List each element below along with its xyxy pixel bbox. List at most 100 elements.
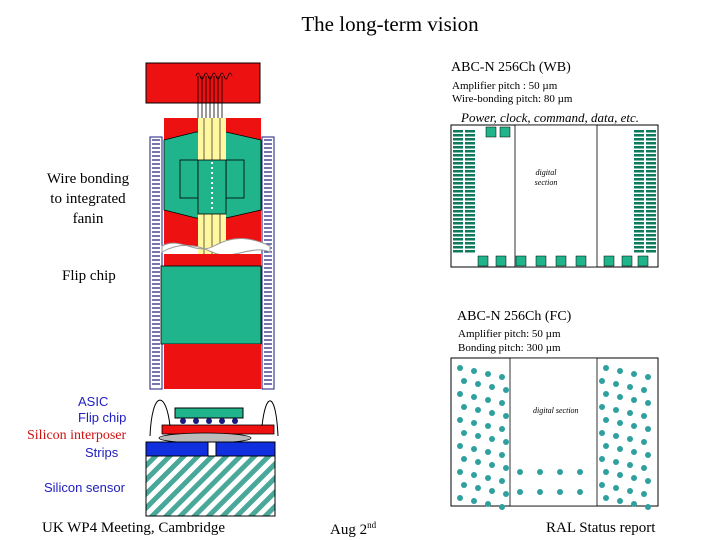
fc-bump <box>537 489 543 495</box>
fc-bump <box>461 482 467 488</box>
wb-pad <box>646 130 656 133</box>
wb-pad <box>646 170 656 173</box>
wire-loops <box>195 72 233 125</box>
wb-pad <box>453 246 463 249</box>
wb-digital-line1: digital <box>535 168 557 177</box>
wb-pad <box>453 178 463 181</box>
fc-bump <box>471 420 477 426</box>
wb-pad <box>453 138 463 141</box>
wb-pad <box>646 250 656 253</box>
fc-bump <box>475 433 481 439</box>
wb-bonding-pitch: Wire-bonding pitch: 80 µm <box>452 93 573 105</box>
fc-bump <box>489 462 495 468</box>
wb-pad <box>465 154 475 157</box>
wb-top-pad <box>499 126 511 138</box>
fc-bump <box>603 495 609 501</box>
wb-pad <box>465 142 475 145</box>
asic-flip-chip-label: Flip chip <box>78 410 127 425</box>
left-comb <box>149 136 163 390</box>
fc-bump <box>499 478 505 484</box>
fc-bump <box>617 368 623 374</box>
wb-pad <box>634 198 644 201</box>
hybrid-top-block <box>145 62 261 104</box>
wb-pad <box>465 218 475 221</box>
fc-bump <box>627 436 633 442</box>
fc-bump <box>631 475 637 481</box>
fc-bump <box>641 439 647 445</box>
wb-pad <box>646 230 656 233</box>
fc-bump <box>489 384 495 390</box>
fc-bump <box>645 504 651 510</box>
lower-red-region <box>164 254 261 268</box>
fc-bump <box>599 430 605 436</box>
wb-pad <box>646 226 656 229</box>
wb-pad <box>646 174 656 177</box>
fc-bump <box>631 397 637 403</box>
fc-bump <box>617 472 623 478</box>
wb-pad <box>634 174 644 177</box>
wb-pad <box>453 222 463 225</box>
fc-bump <box>461 404 467 410</box>
wb-pad <box>646 158 656 161</box>
wb-pad <box>465 138 475 141</box>
wb-pad <box>646 198 656 201</box>
fc-chip-title: ABC-N 256Ch (FC) <box>457 309 572 324</box>
wire-bond-right <box>261 400 279 437</box>
fc-bump <box>485 475 491 481</box>
fc-amplifier-pitch: Amplifier pitch: 50 µm <box>458 328 561 340</box>
asic-chip <box>174 407 244 419</box>
wb-pad <box>634 158 644 161</box>
fc-bump <box>461 456 467 462</box>
wb-pad <box>453 198 463 201</box>
wb-pad <box>646 218 656 221</box>
wb-pad <box>453 150 463 153</box>
wb-pad <box>646 146 656 149</box>
fc-bump <box>485 397 491 403</box>
fc-bump <box>577 469 583 475</box>
wb-pad <box>453 190 463 193</box>
flip-chip-green <box>160 265 262 345</box>
wb-pad <box>465 170 475 173</box>
wb-digital-line2: section <box>534 178 558 187</box>
fc-bump <box>485 501 491 507</box>
wb-pad <box>453 142 463 145</box>
wb-pad <box>453 158 463 161</box>
upper-green-right <box>225 159 245 199</box>
wb-pad <box>634 154 644 157</box>
wb-bottom-pad <box>621 255 633 267</box>
fc-bump <box>457 365 463 371</box>
wb-pad <box>634 170 644 173</box>
wire-bonding-line1: Wire bonding <box>46 171 130 187</box>
fc-bump <box>613 407 619 413</box>
fc-bump <box>641 491 647 497</box>
wb-pad <box>646 234 656 237</box>
fc-bump <box>503 491 509 497</box>
wb-pad <box>465 146 475 149</box>
wb-pad <box>646 202 656 205</box>
wb-pad <box>453 170 463 173</box>
fc-bump <box>603 443 609 449</box>
wb-bottom-pad <box>575 255 587 267</box>
fc-bump <box>499 426 505 432</box>
fc-bump <box>627 410 633 416</box>
fc-bump <box>627 384 633 390</box>
wb-pad <box>453 230 463 233</box>
right-comb <box>261 136 275 390</box>
wb-pad <box>453 194 463 197</box>
wb-pad <box>646 134 656 137</box>
asic-label: ASIC <box>78 394 109 409</box>
wb-pad <box>646 238 656 241</box>
fc-bump <box>557 469 563 475</box>
wb-pad <box>634 138 644 141</box>
fc-bump <box>603 391 609 397</box>
fc-bump <box>471 472 477 478</box>
fc-bump <box>499 452 505 458</box>
fc-bump <box>599 378 605 384</box>
wb-bottom-pad <box>603 255 615 267</box>
wb-pad <box>634 146 644 149</box>
interposer-layer <box>161 424 275 435</box>
wb-pad <box>465 206 475 209</box>
fc-bump <box>617 394 623 400</box>
wb-pad <box>453 218 463 221</box>
wb-pad <box>634 130 644 133</box>
